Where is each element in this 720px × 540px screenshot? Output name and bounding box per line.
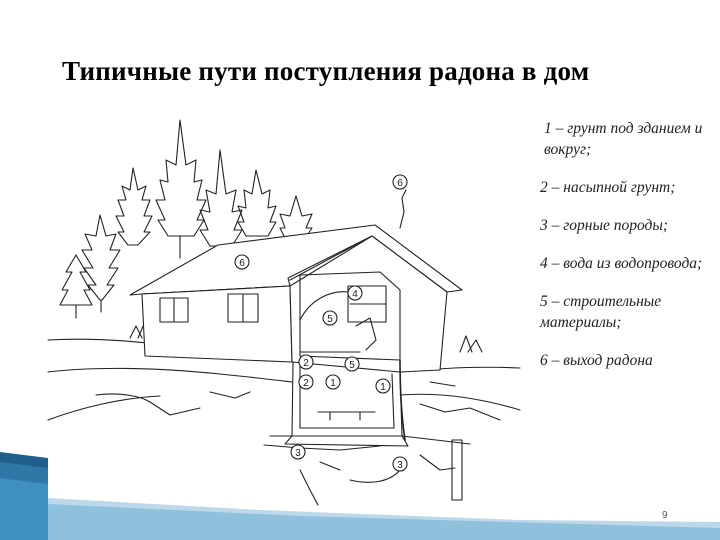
background-trees <box>59 119 313 319</box>
marker-3-rock-left: 3 <box>290 444 306 460</box>
svg-text:3: 3 <box>397 460 403 471</box>
marker-5-materials: 5 <box>322 310 338 326</box>
legend-item-fill-soil: 2 – насыпной грунт; <box>540 179 676 196</box>
marker-6-roof: 6 <box>234 254 250 270</box>
house-outline <box>129 189 471 501</box>
legend-item-ground: 1 – грунт под зданием и вокруг; <box>544 120 703 158</box>
marker-4-water: 4 <box>347 285 363 301</box>
marker-3-rock-right: 3 <box>392 456 408 472</box>
svg-text:4: 4 <box>352 289 358 300</box>
slide-title: Типичные пути поступления радона в дом <box>62 56 590 86</box>
svg-text:1: 1 <box>380 382 386 393</box>
marker-1-ground-right: 1 <box>375 378 391 394</box>
svg-text:6: 6 <box>239 258 245 269</box>
legend-item-water: 4 – вода из водопровода; <box>540 255 703 272</box>
legend-item-radon-exit: 6 – выход радона <box>540 352 653 369</box>
marker-2-fill-soil-upper: 2 <box>298 354 314 370</box>
marker-1-ground-center: 1 <box>325 374 341 390</box>
svg-text:5: 5 <box>327 314 333 325</box>
svg-text:1: 1 <box>330 378 336 389</box>
svg-text:2: 2 <box>303 378 309 389</box>
decorative-accent-bands <box>0 452 720 540</box>
svg-text:6: 6 <box>397 178 403 189</box>
diagram-markers: 6 6 4 5 2 5 2 <box>234 174 408 472</box>
marker-6-vent: 6 <box>392 174 408 190</box>
page-number: 9 <box>662 510 668 521</box>
legend-item-materials: 5 – строительные материалы; <box>540 293 662 331</box>
svg-text:5: 5 <box>349 360 355 371</box>
svg-text:2: 2 <box>303 358 309 369</box>
marker-2-fill-soil-lower: 2 <box>298 374 314 390</box>
legend-item-rock: 3 – горные породы; <box>540 217 669 234</box>
svg-text:3: 3 <box>295 448 301 459</box>
legend: 1 – грунт под зданием и вокруг; 2 – насы… <box>540 118 710 388</box>
marker-5-basement: 5 <box>344 356 360 372</box>
